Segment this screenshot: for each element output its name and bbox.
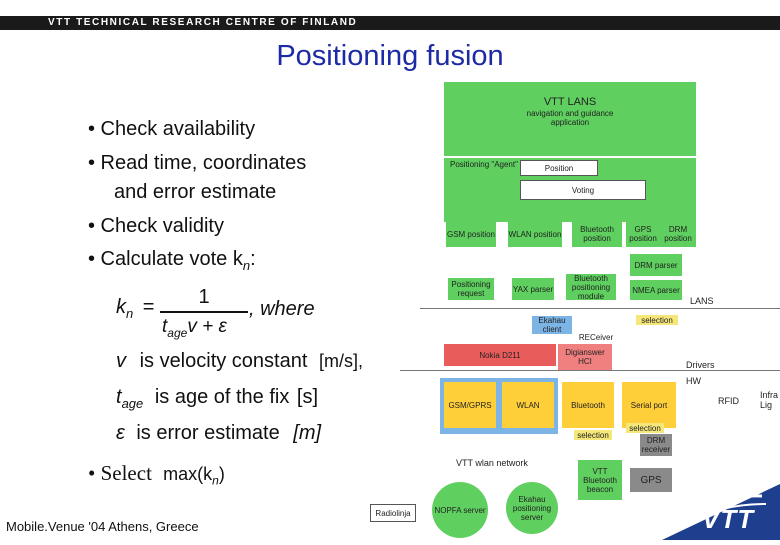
bullet-vote-text: • Calculate vote k xyxy=(88,248,243,270)
radiolinja-box: Radiolinja xyxy=(370,504,416,522)
source-drm: DRM position xyxy=(660,221,696,247)
source-wlan: WLAN position xyxy=(508,221,562,247)
infra-label: Infra Lig xyxy=(760,390,779,410)
formula-fraction-bar xyxy=(160,311,248,313)
ekahau-server: Ekahau positioning server xyxy=(506,482,558,534)
lans-divider xyxy=(420,308,780,309)
nmea-parser: NMEA parser xyxy=(630,280,682,300)
vtt-logo: VTT xyxy=(662,484,780,540)
select-expr-text: max(k xyxy=(163,464,213,484)
footer-text: Mobile.Venue '04 Athens, Greece xyxy=(6,519,199,534)
drm-parser: DRM parser xyxy=(630,254,682,276)
def-velocity: v is velocity constant [m/s], xyxy=(116,350,363,373)
selection-badge: selection xyxy=(636,315,678,325)
select-line: • Select max(kn) xyxy=(88,461,225,488)
agent-label: Positioning "Agent" xyxy=(450,160,518,169)
hw-gsm-gprs: GSM/GPRS xyxy=(444,382,496,428)
def-text: is age of the fix xyxy=(154,386,290,408)
bullet-list: • Check availability • Read time, coordi… xyxy=(88,113,306,283)
ekahau-client: Ekahau client xyxy=(532,316,572,334)
def-unit: [m] xyxy=(293,422,322,444)
formula: kn = xyxy=(116,296,154,321)
nopfa-server: NOPFA server xyxy=(432,482,488,538)
select-prefix: • Select xyxy=(88,461,152,485)
network-label: VTT wlan network xyxy=(456,458,528,468)
selection-badge: selection xyxy=(626,423,664,433)
formula-eq: = xyxy=(142,296,155,318)
bullet-item-continuation: and error estimate xyxy=(114,181,277,203)
drm-receiver: DRM receiver xyxy=(640,434,672,456)
vtt-lans-box: VTT LANS navigation and guidance applica… xyxy=(444,82,696,156)
formula-k: k xyxy=(116,296,126,318)
selection-badge: selection xyxy=(574,430,612,440)
select-expr: max(kn) xyxy=(163,464,225,488)
formula-numerator: 1 xyxy=(198,286,210,308)
yax-parser: YAX parser xyxy=(512,278,554,300)
formula-den-age: age xyxy=(167,325,188,340)
vtt-logo-text: VTT xyxy=(702,504,755,534)
def-text: is velocity constant xyxy=(139,350,308,372)
hw-wlan: WLAN xyxy=(502,382,554,428)
hw-label: HW xyxy=(686,376,701,386)
def-age: tage is age of the fix [s] xyxy=(116,386,318,411)
select-expr-sub: n xyxy=(212,473,219,488)
def-symbol: v xyxy=(116,350,126,372)
digianswer-hci: Digianswer HCI xyxy=(558,344,612,370)
vtt-lans-title: VTT LANS xyxy=(543,96,597,108)
bullet-item: • Check availability xyxy=(88,118,256,140)
voting-box: Voting xyxy=(520,180,646,200)
bullet-item: • Read time, coordinates xyxy=(88,151,307,174)
bullet-item-vote: • Calculate vote kn: xyxy=(88,243,306,283)
architecture-diagram: VTT LANS navigation and guidance applica… xyxy=(360,78,780,540)
bullet-vote-sub: n xyxy=(242,258,251,273)
def-symbol-sub: age xyxy=(121,396,144,411)
org-name: VTT TECHNICAL RESEARCH CENTRE OF FINLAND xyxy=(48,17,358,28)
def-error: ε is error estimate [m] xyxy=(116,422,321,445)
select-expr-close: ) xyxy=(218,464,225,484)
def-symbol: ε xyxy=(116,422,125,444)
slide-title-wrap: Positioning fusion xyxy=(0,40,780,73)
header-bar: VTT TECHNICAL RESEARCH CENTRE OF FINLAND xyxy=(0,16,780,30)
positioning-request: Positioning request xyxy=(448,278,494,300)
source-gsm: GSM position xyxy=(446,221,496,247)
hw-bluetooth: Bluetooth xyxy=(562,382,614,428)
vtt-bluetooth-beacon: VTT Bluetooth beacon xyxy=(578,460,622,500)
formula-where: , where xyxy=(249,298,315,320)
def-unit: [m/s], xyxy=(318,351,363,371)
position-box: Position xyxy=(520,160,598,176)
lans-label: LANS xyxy=(690,296,714,306)
source-gps: GPS position xyxy=(626,221,660,247)
receiver-label: RECeiver xyxy=(578,332,614,342)
bullet-item: • Check validity xyxy=(88,214,224,237)
drivers-divider xyxy=(400,370,780,371)
nokia-driver: Nokia D211 xyxy=(444,344,556,366)
bluetooth-positioning-module: Bluetooth positioning module xyxy=(566,274,616,301)
formula-den-t: t xyxy=(162,316,168,337)
def-text: is error estimate xyxy=(136,422,280,444)
source-bluetooth: Bluetooth position xyxy=(572,221,622,247)
def-symbol: t xyxy=(116,386,122,408)
def-unit: [s] xyxy=(296,386,319,408)
slide-title: Positioning fusion xyxy=(276,40,504,72)
formula-denominator: tagev + ε xyxy=(162,316,227,340)
drivers-label: Drivers xyxy=(686,360,715,370)
gps-device: GPS xyxy=(630,468,672,492)
bullet-vote-colon: : xyxy=(250,248,256,270)
rfid-label: RFID xyxy=(718,396,739,406)
formula-den-rest: v + ε xyxy=(187,316,227,337)
vtt-logo-graphic xyxy=(662,484,780,540)
vtt-lans-subtitle: navigation and guidance application xyxy=(526,109,614,127)
formula-k-sub: n xyxy=(126,306,134,321)
hw-serial-port: Serial port xyxy=(622,382,676,428)
